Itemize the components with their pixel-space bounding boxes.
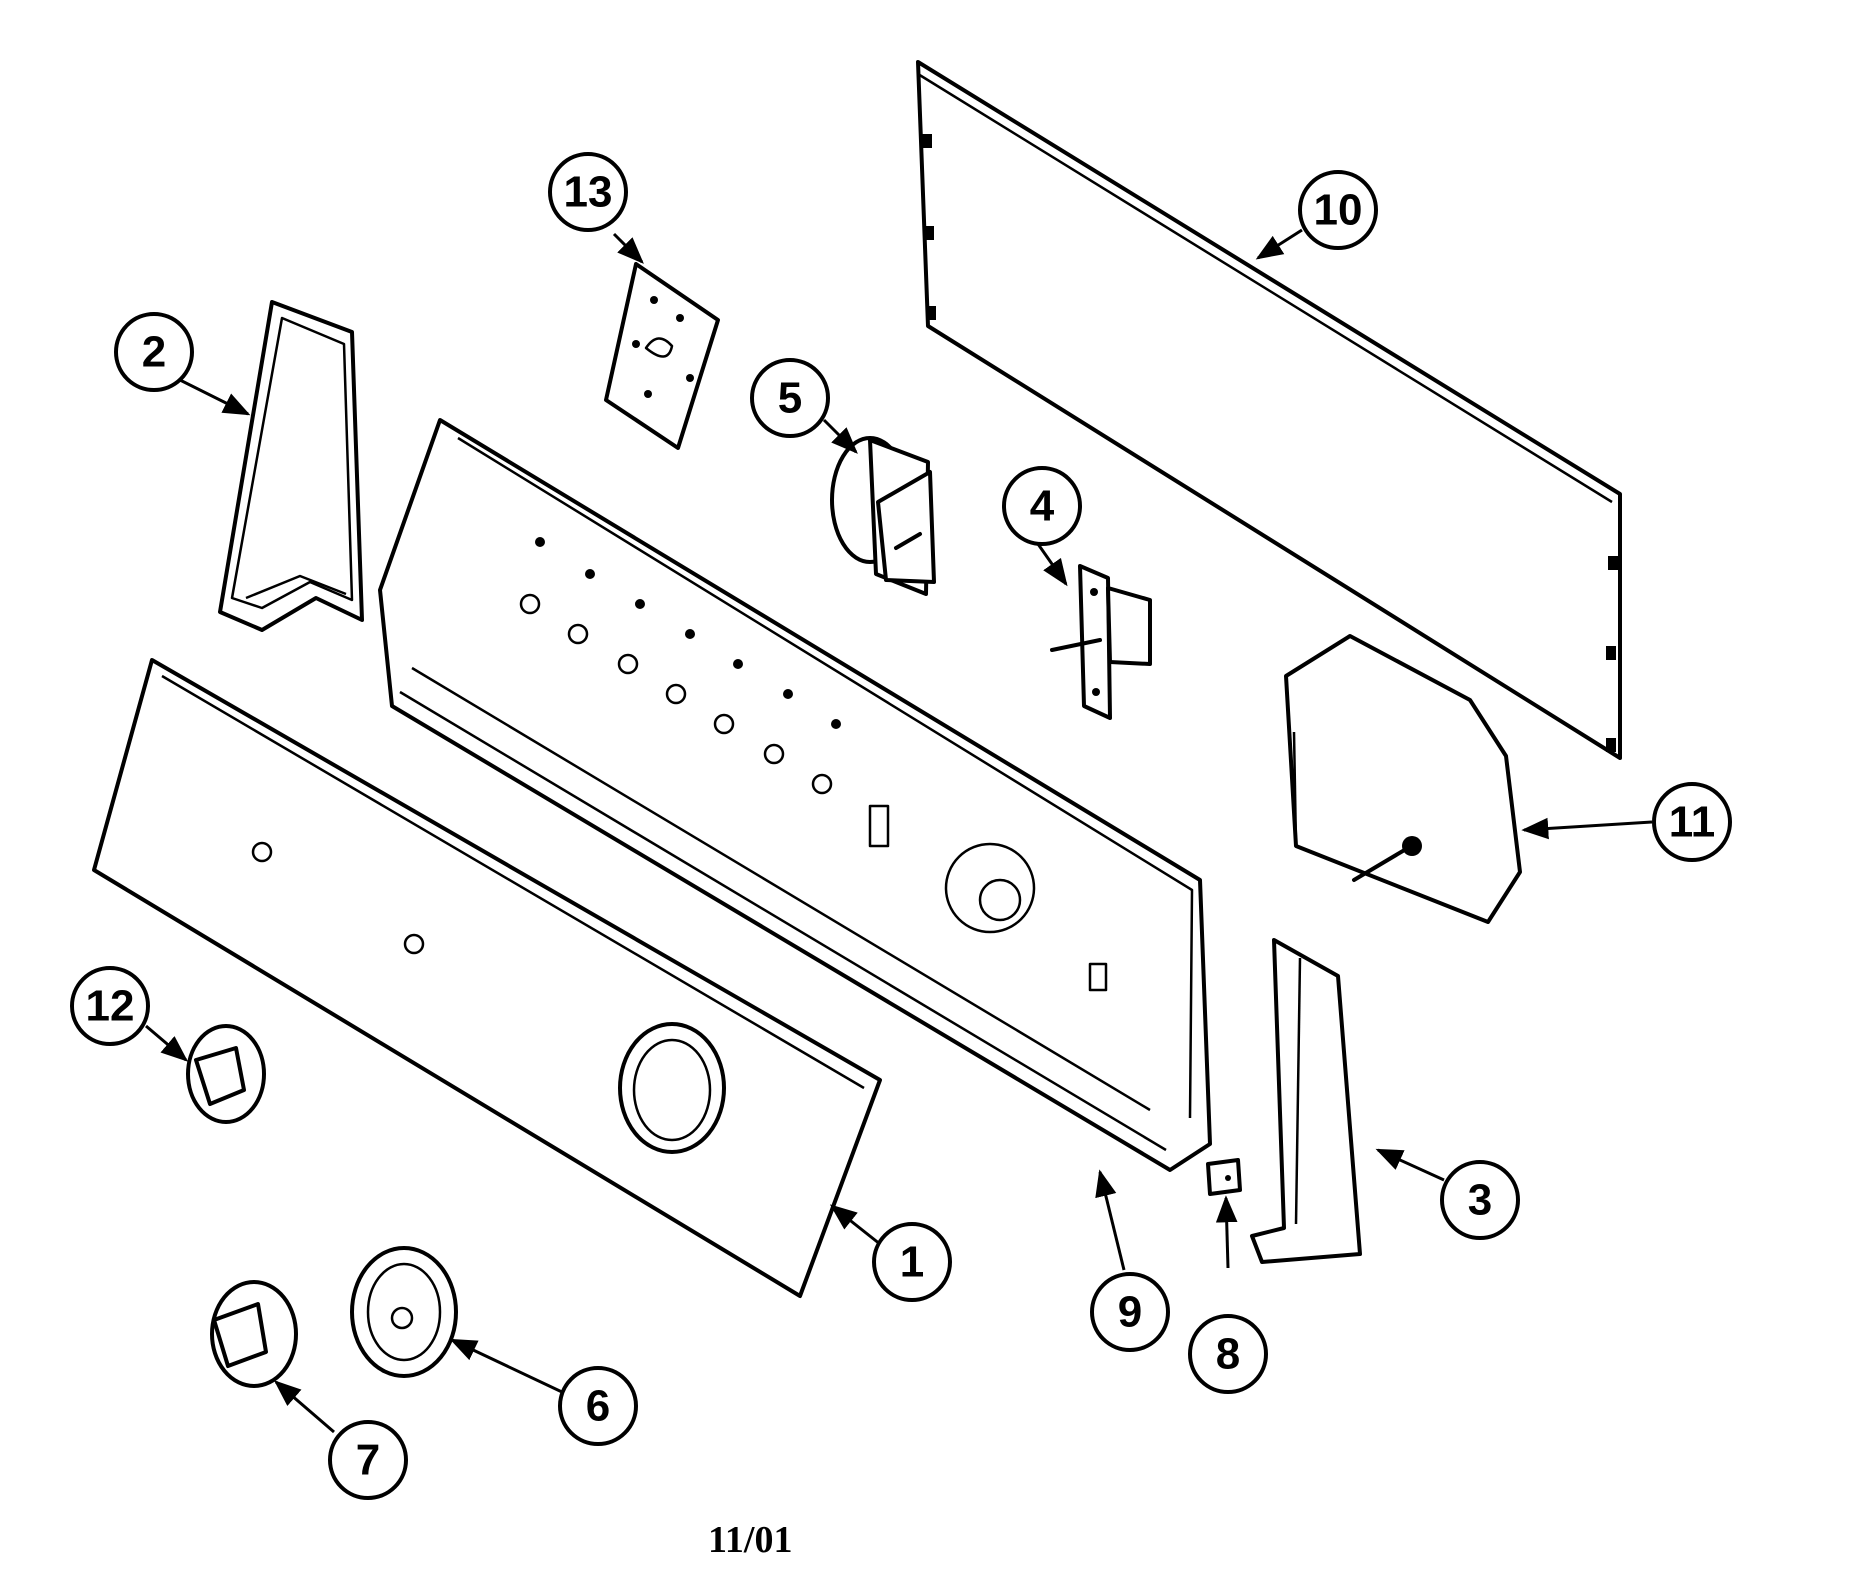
callout-12: 12 (70, 966, 150, 1046)
callout-7: 7 (328, 1420, 408, 1500)
part-10-back-panel (916, 60, 1622, 760)
svg-text:5: 5 (778, 374, 802, 423)
callout-5: 5 (750, 358, 830, 438)
svg-text:12: 12 (86, 982, 135, 1031)
svg-text:8: 8 (1216, 1330, 1240, 1379)
svg-text:9: 9 (1118, 1288, 1142, 1337)
callout-6: 6 (558, 1366, 638, 1446)
callout-4: 4 (1002, 466, 1082, 546)
part-6-dial-ring (350, 1246, 458, 1378)
svg-text:13: 13 (564, 168, 613, 217)
svg-text:1: 1 (900, 1238, 924, 1287)
part-3-right-end-cap (1250, 938, 1362, 1264)
revision-date: 11/01 (708, 1519, 793, 1561)
svg-text:6: 6 (586, 1382, 610, 1431)
callout-9: 9 (1090, 1272, 1170, 1352)
svg-text:3: 3 (1468, 1176, 1492, 1225)
callout-13: 13 (548, 152, 628, 232)
svg-text:4: 4 (1030, 482, 1055, 531)
part-11-housing (1284, 634, 1522, 924)
callout-1: 1 (872, 1222, 952, 1302)
svg-text:2: 2 (142, 328, 166, 377)
callout-2: 2 (114, 312, 194, 392)
callout-8: 8 (1188, 1314, 1268, 1394)
part-13-bracket-plate (604, 262, 720, 450)
svg-text:7: 7 (356, 1436, 380, 1485)
part-2-left-end-cap (218, 300, 364, 632)
svg-text:11: 11 (1669, 798, 1716, 847)
part-9-console (378, 418, 1212, 1172)
svg-text:10: 10 (1314, 186, 1363, 235)
part-12-knob (186, 1024, 266, 1124)
part-1-front-panel (92, 658, 882, 1298)
part-7-knob (210, 1280, 298, 1388)
callout-10: 10 (1298, 170, 1378, 250)
callout-11: 11 (1652, 782, 1732, 862)
part-5-pressure-switch (830, 436, 936, 596)
part-4-switch (1050, 564, 1152, 720)
callout-3: 3 (1440, 1160, 1520, 1240)
part-8-clip (1206, 1158, 1242, 1196)
